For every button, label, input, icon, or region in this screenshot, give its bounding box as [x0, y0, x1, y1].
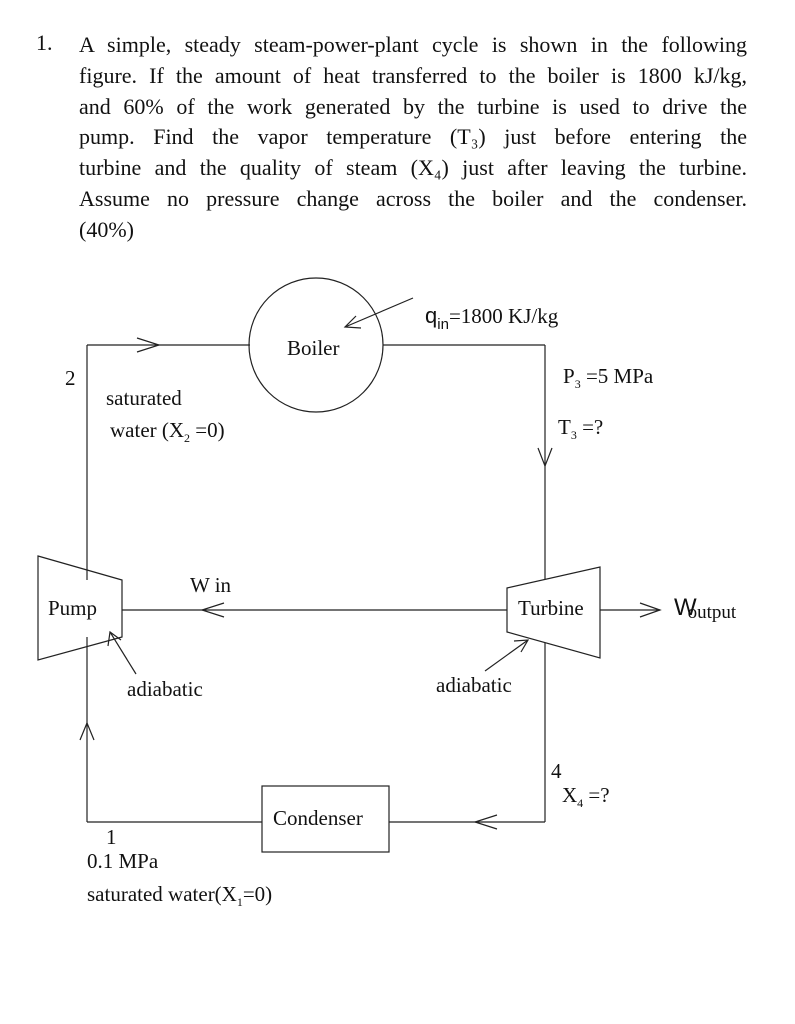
w-in-label: W in: [190, 573, 232, 597]
question-line: and 60% of the work generated by the tur…: [79, 93, 747, 119]
turbine-shape: [506, 566, 601, 659]
heat-in-label: qin=1800 KJ/kg: [425, 303, 559, 333]
question-text: A simple, steady steam-power-plant cycle…: [79, 30, 747, 246]
condenser-box: [261, 785, 390, 853]
arrow-icon: [513, 639, 530, 653]
question-line: turbine and the quality of steam (X₄) ju…: [79, 155, 747, 181]
pump-label: Pump: [48, 596, 98, 620]
question-line: pump. Find the vapor temperature (T₃) ju…: [79, 124, 747, 150]
boiler-label: Boiler: [287, 336, 340, 360]
state-1-number: 1: [106, 825, 117, 849]
boiler-circle: [248, 277, 384, 413]
state-2-number: 2: [65, 366, 76, 390]
arrow-icon: [639, 602, 662, 618]
turbine-adiabatic-label: adiabatic: [436, 673, 512, 697]
question-line: A simple, steady steam-power-plant cycle…: [79, 32, 747, 57]
arrow-icon: [136, 337, 161, 353]
state-1-description: saturated water(X1=0): [87, 882, 273, 909]
arrow-icon: [473, 814, 498, 830]
pump-adiabatic-label: adiabatic: [127, 677, 203, 701]
condenser-label: Condenser: [273, 806, 363, 830]
state-1-pressure: 0.1 MPa: [87, 849, 159, 873]
pump-shape: [37, 555, 123, 661]
turbine-label: Turbine: [518, 596, 584, 620]
arrow-icon: [200, 602, 225, 618]
arrow-icon: [343, 315, 362, 329]
question-line: Assume no pressure change across the boi…: [79, 185, 747, 211]
heat-in-arrow: [344, 297, 414, 328]
state-2-line2: water (X2 =0): [110, 418, 225, 445]
question-line: figure. If the amount of heat transferre…: [79, 62, 747, 88]
state-4-number: 4: [551, 759, 562, 783]
state-3-pressure: P3 =5 MPa: [563, 364, 654, 391]
question-line: (40%): [79, 216, 134, 242]
arrow-icon: [79, 721, 95, 741]
question-number: 1.: [36, 30, 53, 55]
pump-adiabatic-pointer: [109, 631, 137, 675]
arrow-icon: [537, 447, 553, 468]
arrow-icon: [107, 630, 122, 647]
state-3-temperature: T3 =?: [558, 415, 604, 442]
state-4-quality: X4 =?: [562, 783, 610, 810]
w-output-label: Woutput: [674, 594, 737, 623]
turbine-adiabatic-pointer: [484, 639, 529, 672]
state-2-line1: saturated: [106, 386, 182, 410]
